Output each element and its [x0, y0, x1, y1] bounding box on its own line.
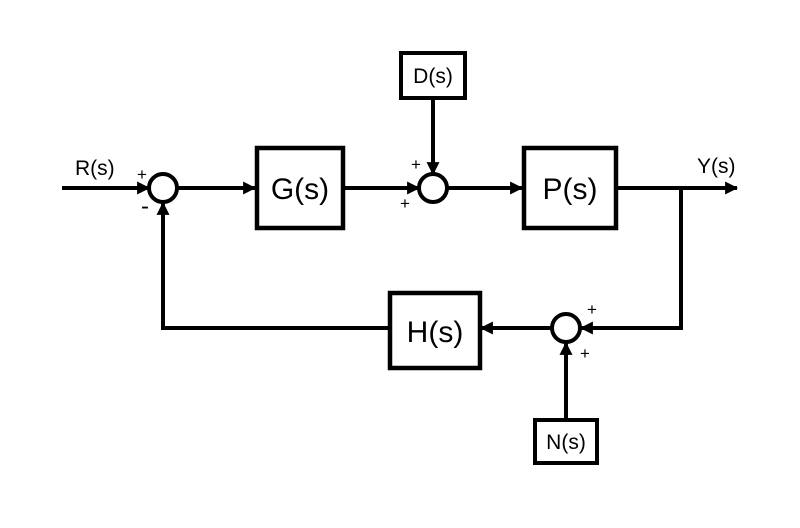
noise-block-label: N(s): [546, 431, 586, 454]
junction2-plus-sign-left: +: [400, 194, 410, 213]
junction1-plus-sign: +: [137, 165, 147, 184]
plant-block-label: P(s): [543, 173, 598, 206]
summing-junction-2: [417, 172, 449, 204]
input-signal-label: R(s): [75, 157, 115, 180]
plant-block: [521, 145, 619, 231]
junction2-plus-sign-top: +: [411, 155, 421, 174]
output-signal-label: Y(s): [697, 155, 736, 178]
summing-junction-1: [147, 172, 179, 204]
disturbance-block: [399, 51, 467, 100]
feedback-branch-arrow: [579, 186, 683, 335]
controller-block-label: G(s): [271, 173, 329, 206]
feedback-block: [387, 290, 483, 371]
feedback-block-label: H(s): [407, 316, 464, 349]
feedback-return-arrow: [156, 201, 390, 330]
summing-junction-3: [550, 312, 582, 344]
noise-block: [533, 418, 599, 465]
disturbance-block-label: D(s): [413, 65, 453, 88]
junction3-plus-sign-bottom: +: [580, 344, 590, 363]
junction1-minus-sign: -: [141, 193, 149, 220]
controller-block: [254, 145, 346, 231]
junction3-plus-sign-right: +: [587, 300, 597, 319]
